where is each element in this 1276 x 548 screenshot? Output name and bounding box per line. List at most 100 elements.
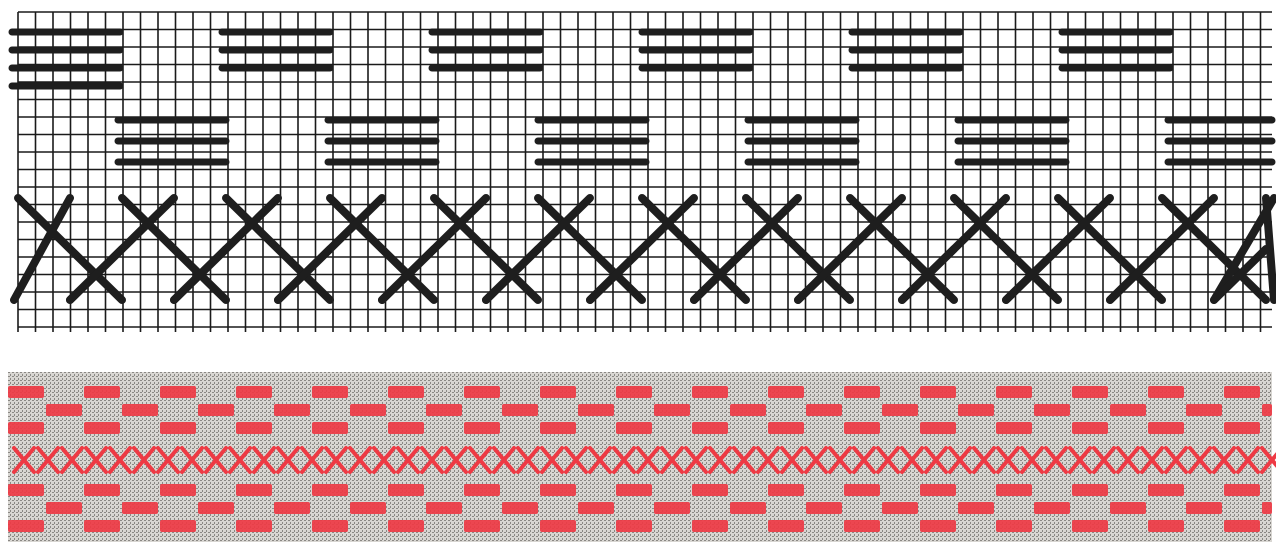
red-bar-stitch: [236, 422, 272, 434]
red-bar-stitch: [388, 422, 424, 434]
red-bar-stitch: [768, 386, 804, 398]
red-bar-stitch: [616, 484, 652, 496]
red-bar-stitch: [312, 386, 348, 398]
red-bar-stitch: [654, 502, 690, 514]
red-bar-stitch: [920, 386, 956, 398]
red-bar-stitch: [312, 520, 348, 532]
red-bar-stitch: [350, 404, 386, 416]
red-bar-stitch: [578, 404, 614, 416]
red-bar-stitch: [1224, 520, 1260, 532]
red-bar-stitch: [806, 404, 842, 416]
red-bar-stitch: [8, 484, 44, 496]
red-bar-stitch: [1034, 404, 1070, 416]
red-bar-stitch: [920, 422, 956, 434]
red-bar-stitch: [198, 404, 234, 416]
red-bar-stitch: [540, 422, 576, 434]
red-bar-stitch: [692, 484, 728, 496]
red-bar-stitch: [84, 386, 120, 398]
red-bar-stitch: [84, 520, 120, 532]
red-bar-stitch: [274, 404, 310, 416]
red-bar-stitch: [996, 520, 1032, 532]
red-bar-stitch: [1110, 502, 1146, 514]
red-bar-stitch: [426, 404, 462, 416]
red-bar-stitch: [8, 386, 44, 398]
red-bar-stitch: [236, 484, 272, 496]
red-bar-stitch: [198, 502, 234, 514]
red-bar-stitch: [768, 520, 804, 532]
red-bar-stitch: [540, 484, 576, 496]
red-bar-stitch: [1072, 422, 1108, 434]
red-bar-stitch: [730, 502, 766, 514]
red-bar-stitch: [654, 404, 690, 416]
red-bar-stitch: [8, 422, 44, 434]
red-bar-stitch: [464, 484, 500, 496]
red-bar-stitch: [692, 520, 728, 532]
red-bar-stitch: [274, 502, 310, 514]
red-bar-stitch: [1148, 484, 1184, 496]
red-bar-stitch: [236, 386, 272, 398]
red-bar-stitch: [692, 422, 728, 434]
red-bar-stitch: [920, 520, 956, 532]
red-bar-stitch: [1224, 422, 1260, 434]
red-bar-stitch: [160, 386, 196, 398]
red-bar-stitch: [1072, 484, 1108, 496]
red-bar-stitch: [8, 520, 44, 532]
red-bar-stitch: [1148, 520, 1184, 532]
red-bar-stitch: [1224, 386, 1260, 398]
red-bar-stitch: [464, 520, 500, 532]
red-bar-stitch: [388, 386, 424, 398]
red-bar-stitch: [692, 386, 728, 398]
red-bar-stitch: [540, 386, 576, 398]
red-bar-stitch: [578, 502, 614, 514]
red-bar-stitch: [844, 386, 880, 398]
red-bar-stitch: [122, 404, 158, 416]
red-bar-stitch: [1262, 502, 1272, 514]
red-bar-stitch: [882, 502, 918, 514]
red-bar-stitch: [616, 520, 652, 532]
red-bar-stitch: [388, 484, 424, 496]
red-bar-stitch: [46, 404, 82, 416]
red-bar-stitch: [1034, 502, 1070, 514]
red-bar-stitch: [616, 422, 652, 434]
red-bar-stitch: [996, 386, 1032, 398]
red-bar-stitch: [1148, 386, 1184, 398]
red-bar-stitch: [1072, 386, 1108, 398]
red-bar-stitch: [1110, 404, 1146, 416]
red-bar-stitch: [84, 484, 120, 496]
red-bar-stitch: [540, 520, 576, 532]
red-bar-stitch: [806, 502, 842, 514]
red-bar-stitch: [426, 502, 462, 514]
red-bar-stitch: [236, 520, 272, 532]
red-bar-stitch: [768, 484, 804, 496]
red-bar-stitch: [1262, 404, 1272, 416]
red-bar-stitch: [464, 386, 500, 398]
red-bar-stitch: [616, 386, 652, 398]
red-bar-stitch: [958, 502, 994, 514]
red-bar-stitch: [464, 422, 500, 434]
red-bar-stitch: [1072, 520, 1108, 532]
red-bar-stitch: [502, 404, 538, 416]
red-bar-stitch: [312, 422, 348, 434]
red-bar-stitch: [84, 422, 120, 434]
red-bar-stitch: [920, 484, 956, 496]
red-bar-stitch: [844, 484, 880, 496]
red-bar-stitch: [388, 520, 424, 532]
red-bar-stitch: [350, 502, 386, 514]
red-bar-stitch: [1186, 404, 1222, 416]
red-bar-stitch: [160, 520, 196, 532]
red-bar-stitch: [996, 422, 1032, 434]
red-bar-stitch: [844, 520, 880, 532]
red-bar-stitch: [312, 484, 348, 496]
red-bar-stitch: [46, 502, 82, 514]
red-bar-stitch: [844, 422, 880, 434]
red-bar-stitch: [958, 404, 994, 416]
red-bar-stitch: [160, 422, 196, 434]
red-bar-stitch: [996, 484, 1032, 496]
red-bar-stitch: [1186, 502, 1222, 514]
red-bar-stitch: [730, 404, 766, 416]
red-bar-stitch: [160, 484, 196, 496]
red-bar-stitch: [1148, 422, 1184, 434]
red-bar-stitch: [882, 404, 918, 416]
